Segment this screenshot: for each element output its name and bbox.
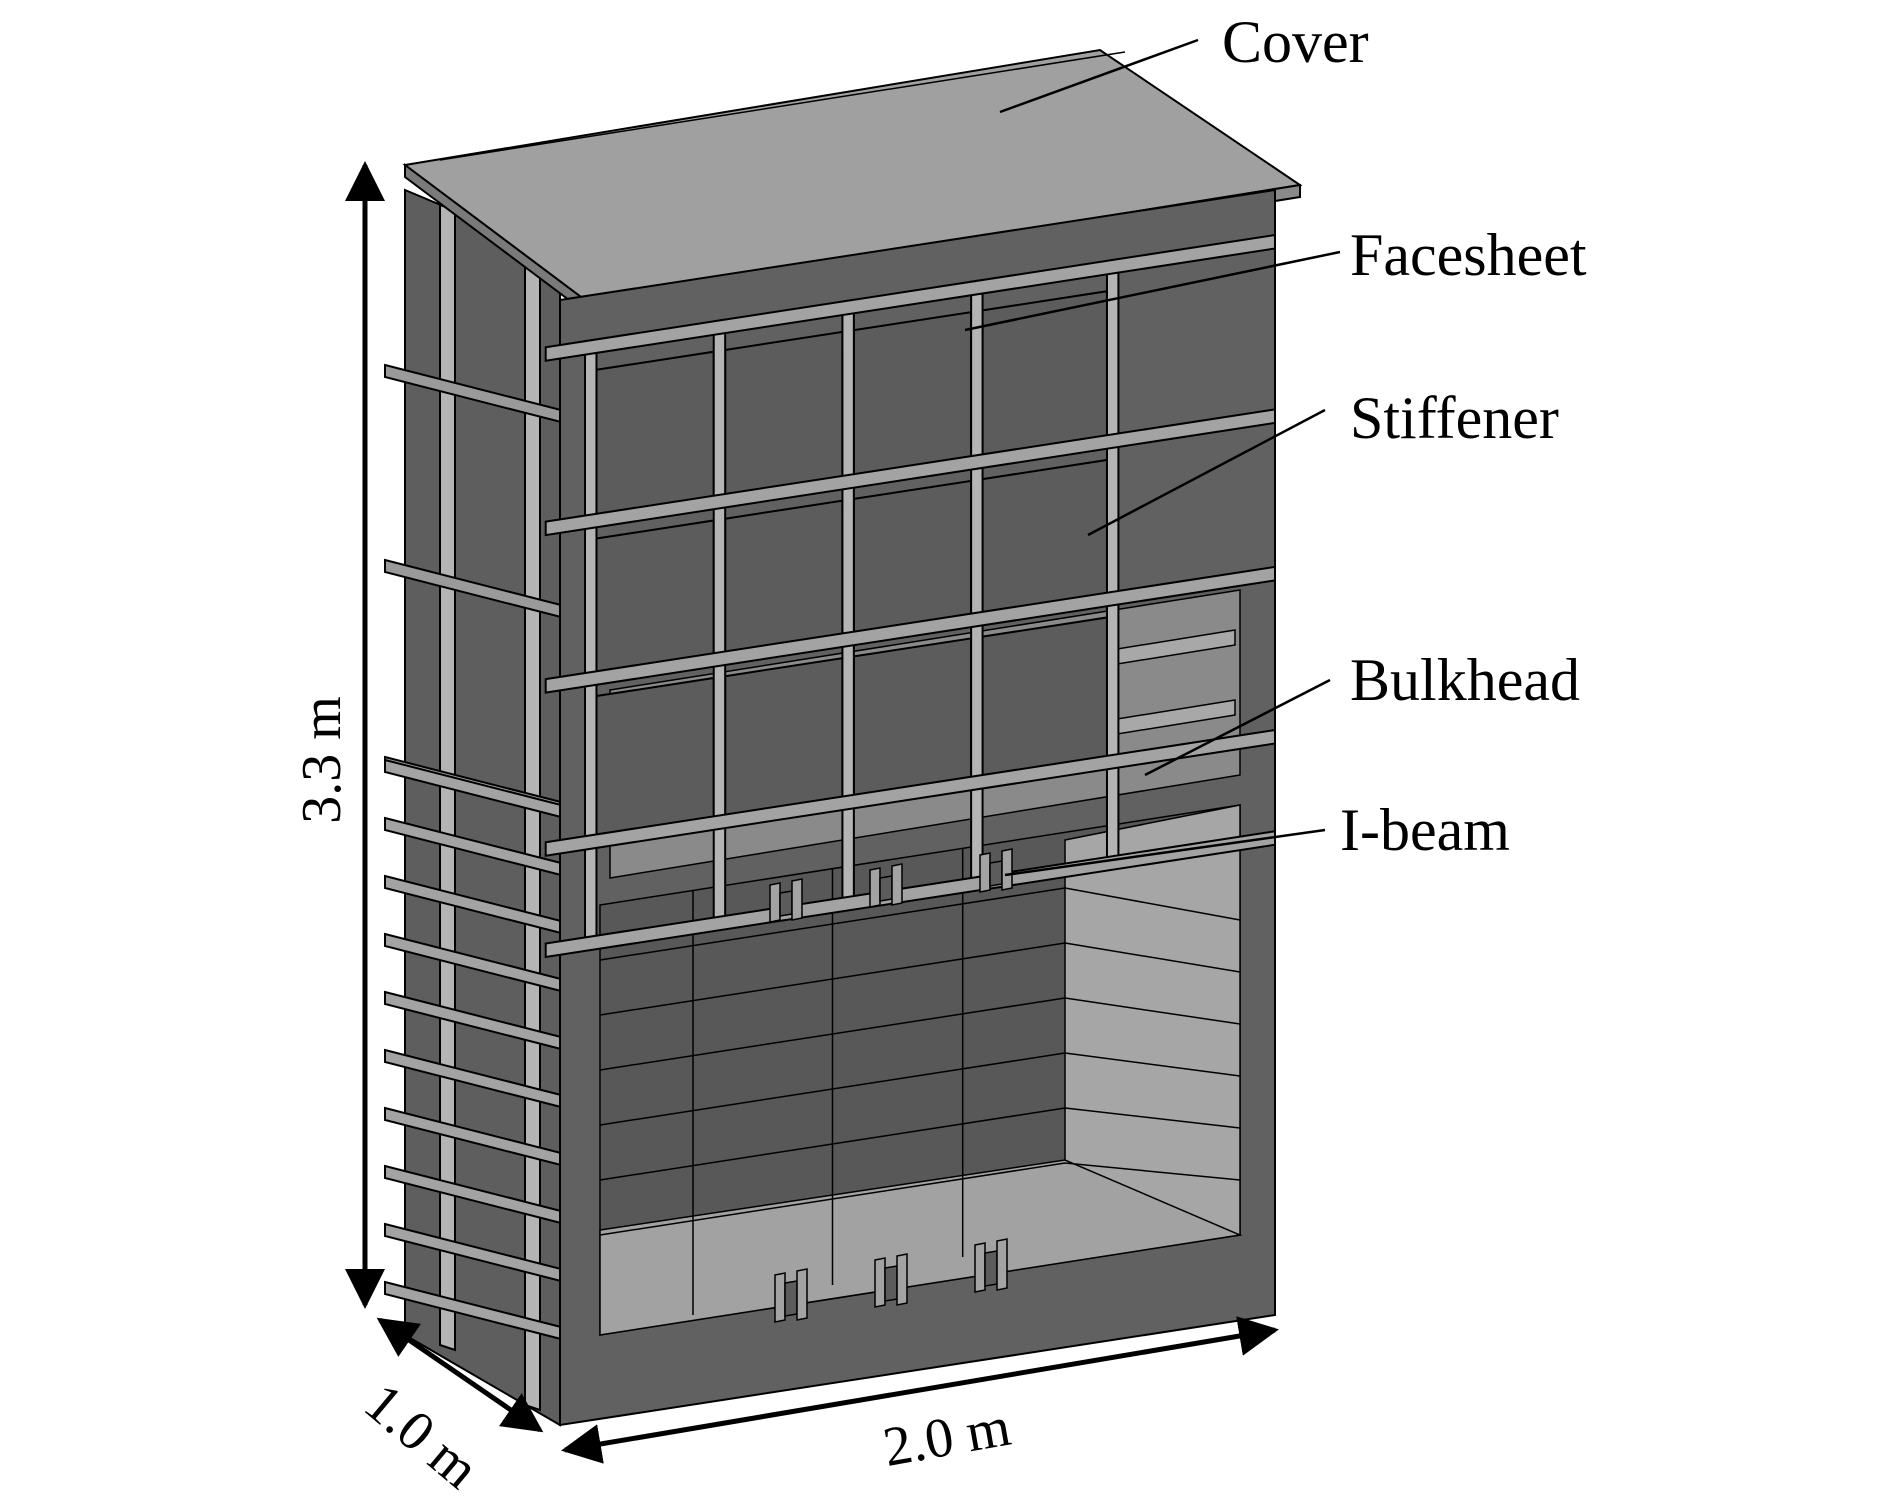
leader-cover — [999, 38, 1199, 114]
dimension-arrows — [345, 161, 1279, 1464]
label-ibeam: I-beam — [1340, 797, 1510, 863]
i-beam-web — [884, 1265, 898, 1302]
side-frames — [384, 758, 601, 1351]
leader-facesheet — [964, 250, 1341, 332]
stiffener-vertical — [970, 278, 984, 885]
bay-line-side — [1064, 942, 1241, 973]
depth-arrow — [376, 1317, 544, 1433]
i-beam-flange — [891, 863, 903, 906]
lower-bay — [599, 804, 1243, 1336]
frame-horizontal — [544, 233, 1276, 362]
leader-bulkhead — [1144, 678, 1331, 777]
stiffener-vertical — [841, 298, 855, 905]
bay-line-side — [1064, 887, 1241, 921]
label-facesheet: Facesheet — [1350, 222, 1587, 288]
i-beam-flange — [869, 867, 881, 908]
i-beam-web — [784, 1280, 798, 1317]
i-beam-flange — [979, 852, 991, 893]
i-beam-flange — [769, 882, 781, 923]
label-cover: Cover — [1222, 9, 1369, 75]
width-arrow — [561, 1316, 1279, 1464]
bay-line-side — [1064, 1052, 1241, 1077]
label-bulkhead: Bulkhead — [1350, 647, 1580, 713]
bay-panel-lines — [599, 848, 1241, 1315]
stiffener-vertical — [1105, 257, 1120, 864]
bay-line-side — [1064, 1162, 1241, 1181]
bay-line-side — [1064, 997, 1241, 1025]
leader-stiffener — [1087, 408, 1326, 537]
i-beam-web — [984, 1250, 998, 1287]
stiffener-vertical — [584, 338, 598, 945]
i-beam-flange — [896, 1253, 908, 1306]
dim-height: 3.3 m — [291, 696, 353, 824]
frame-horizontal — [544, 408, 1276, 537]
leader-ibeam — [1004, 828, 1326, 877]
i-beam-flange — [996, 1238, 1008, 1291]
i-beams — [769, 848, 1013, 1323]
i-beam-flange — [796, 1268, 808, 1321]
frame-horizontal — [544, 565, 1276, 694]
bay-line-side — [1064, 1107, 1241, 1129]
stiffener-vertical — [712, 318, 727, 925]
frame-horizontal — [544, 728, 1276, 857]
dim-depth: 1.0 m — [353, 1371, 491, 1500]
label-stiffener: Stiffener — [1350, 385, 1559, 451]
i-beam-flange — [874, 1257, 886, 1308]
i-beam-flange — [774, 1272, 786, 1323]
i-beam-flange — [1001, 848, 1013, 891]
i-beam-web — [989, 860, 1003, 887]
i-beam-flange — [974, 1242, 986, 1293]
i-beam-web — [779, 890, 793, 917]
i-beam-flange — [791, 878, 803, 921]
dim-width: 2.0 m — [879, 1396, 1015, 1479]
i-beam-web — [879, 875, 893, 902]
leader-lines — [964, 38, 1341, 877]
